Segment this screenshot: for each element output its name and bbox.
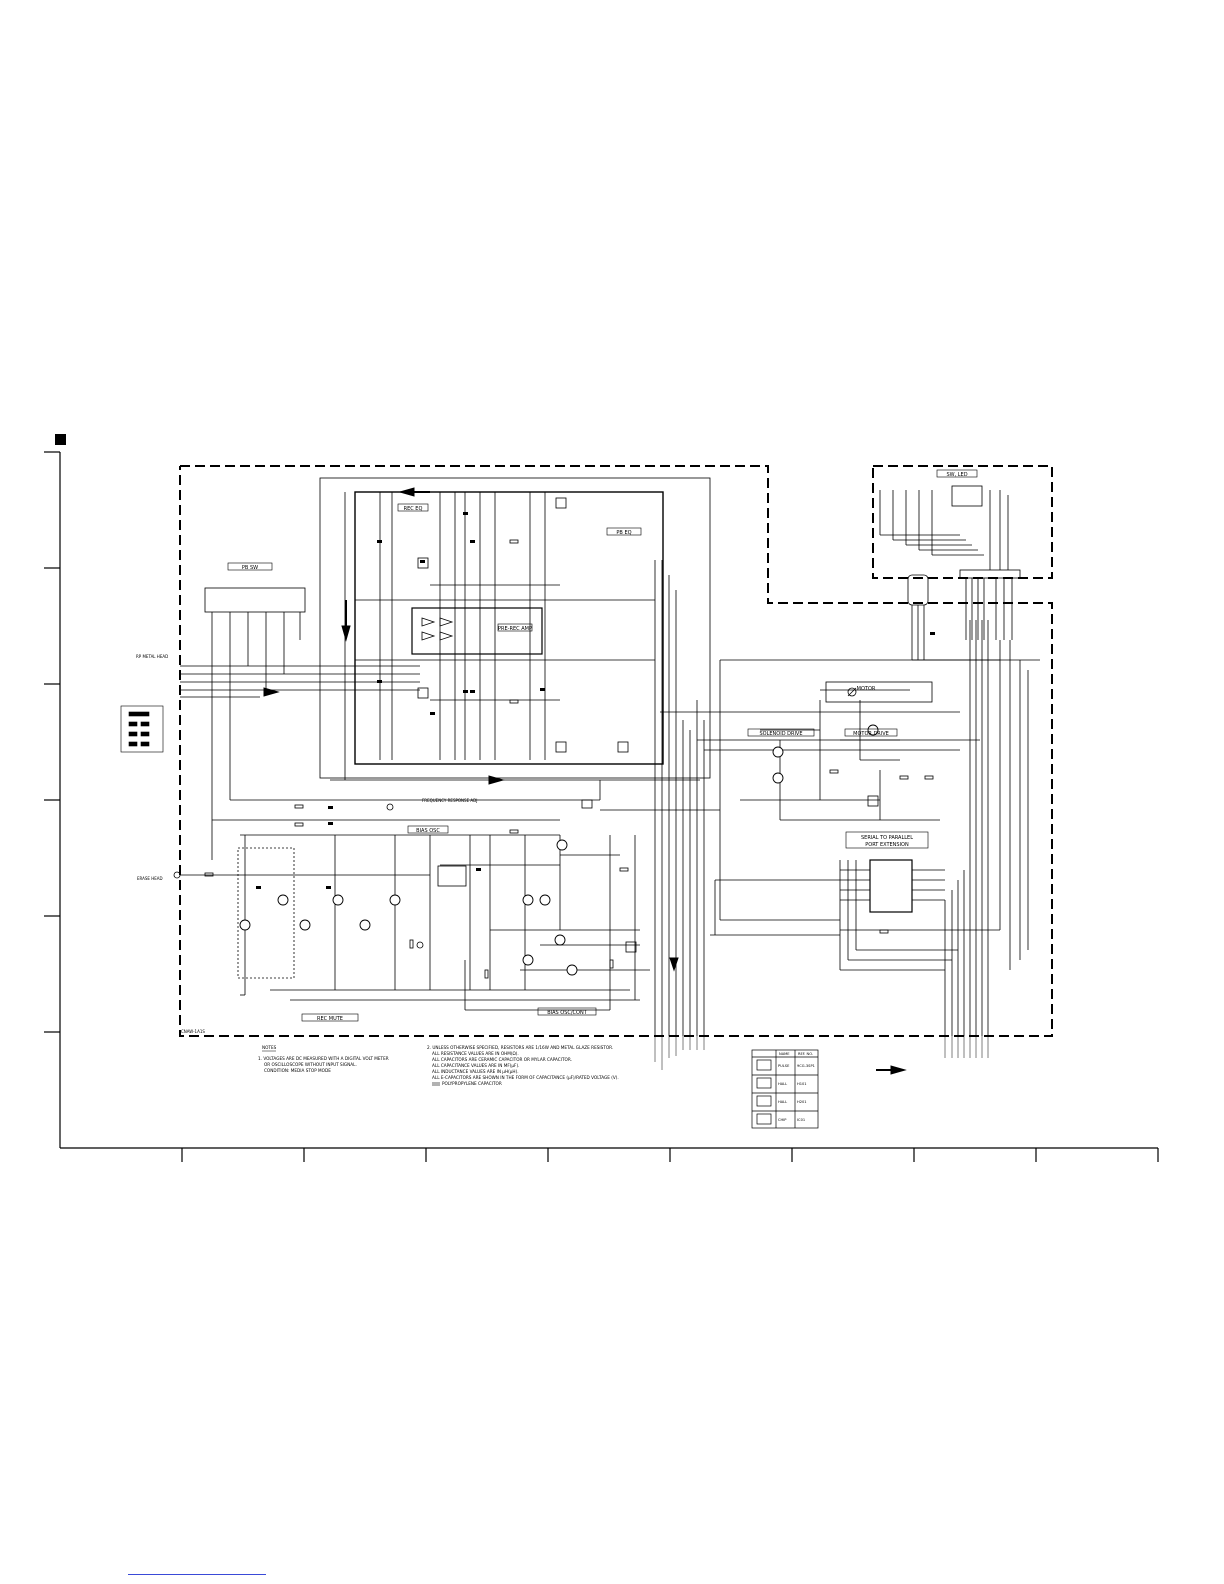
bias-osc-label: BIAS OSC — [416, 828, 440, 834]
rec-eq-label: REC EQ — [404, 506, 423, 512]
parts-table-text: NAME REF. NO. PULSE 9CG-3SP1 HALL H101 H… — [778, 1052, 815, 1122]
table-row-ref: IC01 — [797, 1118, 805, 1122]
table-row-name: CHIP — [778, 1118, 787, 1122]
table-header-ref: REF. NO. — [798, 1052, 813, 1056]
bias-osc-cont-label: BIAS OSC/CONT — [547, 1010, 588, 1016]
board-code: CNAW-1A1S — [181, 1029, 205, 1034]
serial-subtitle-label: PORT EXTENSION — [865, 842, 909, 848]
note-2b: ALL CAPACITORS ARE CERAMIC CAPACITOR OR … — [432, 1057, 572, 1062]
note-2: 2. UNLESS OTHERWISE SPECIFIED, RESISTORS… — [427, 1045, 613, 1050]
rec-mute-label: REC MUTE — [317, 1016, 343, 1022]
table-header-name: NAME — [779, 1052, 790, 1056]
notes-heading: NOTES — [262, 1045, 277, 1050]
transistors — [239, 724, 879, 976]
board-outline — [179, 465, 1053, 1037]
erase-label: ERASE HEAD — [137, 876, 163, 881]
note-2a: ALL RESISTANCE VALUES ARE IN OHM(Ω). — [432, 1051, 519, 1056]
parts-table — [751, 1049, 819, 1129]
pb-eq-label: PB EQ — [616, 530, 631, 536]
note-2e: ALL E-CAPACITORS ARE SHOWN IN THE FORM O… — [432, 1075, 619, 1080]
wiring — [180, 477, 1040, 1036]
table-row-name: HALL — [778, 1100, 787, 1104]
current-legend — [120, 705, 164, 753]
table-row-name: HALL — [778, 1082, 787, 1086]
note-1b: OR OSCILLOSCOPE WITHOUT INPUT SIGNAL. — [264, 1062, 357, 1067]
sw-led-label: SW, LED — [946, 472, 967, 478]
notes: NOTES 1. VOLTAGES ARE DC MEASURED WITH A… — [258, 1045, 619, 1086]
section-marker — [55, 434, 66, 445]
block-labels: PB SW REC EQ PB EQ SW, LED PRE-REC AMP M… — [136, 469, 978, 1034]
motor-drive-label: MOTOR DRIVE — [853, 731, 889, 737]
note-2d: ALL INDUCTANCE VALUES ARE IN μH(μH). — [432, 1069, 519, 1074]
head-label: RP METAL HEAD — [136, 654, 168, 659]
note-2c: ALL CAPACITANCE VALUES ARE IN MF(μF). — [432, 1063, 519, 1068]
table-row-ref: H201 — [797, 1100, 807, 1104]
ic-amplifiers — [173, 497, 879, 953]
components — [256, 512, 935, 889]
table-row-ref: 9CG-3SP1 — [797, 1064, 815, 1068]
bottom-link-underline — [128, 1574, 266, 1575]
table-row-ref: H101 — [797, 1082, 807, 1086]
note-2f: POLYPROPYLENE CAPACITOR — [442, 1081, 502, 1086]
motor-label: MOTOR — [857, 686, 876, 692]
solenoid-drive-label: SOLENOID DRIVE — [759, 731, 802, 737]
frame — [44, 451, 1159, 1162]
resistors — [204, 539, 934, 979]
note-1c: CONDITION: MEDIA STOP MODE — [264, 1068, 331, 1073]
pb-sw-label: PB SW — [242, 565, 258, 571]
freq-adj-label: FREQUENCY RESPONSE ADJ — [422, 798, 477, 803]
table-row-name: PULSE — [778, 1064, 790, 1068]
note-1: 1. VOLTAGES ARE DC MEASURED WITH A DIGIT… — [258, 1056, 389, 1061]
serial-title-label: SERIAL TO PARALLEL — [861, 835, 913, 841]
pin-labels — [654, 1036, 989, 1070]
signal-arrows — [263, 487, 907, 1075]
preamp-label: PRE-REC AMP — [498, 626, 532, 632]
